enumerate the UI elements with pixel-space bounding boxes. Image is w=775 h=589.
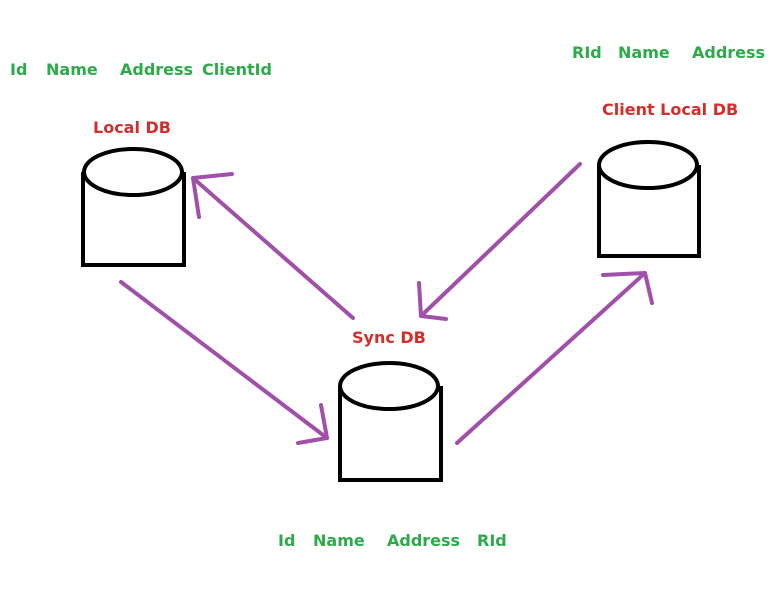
local-db-label: Local DB xyxy=(93,118,171,137)
local-db-field-clientid: ClientId xyxy=(202,60,273,79)
arrow-client-to-sync xyxy=(417,162,582,321)
arrow-sync-to-local xyxy=(191,172,355,320)
local-db-field-id: Id xyxy=(10,60,28,79)
sync-db-field-rid: RId xyxy=(477,531,507,550)
sync-db-field-name: Name xyxy=(313,531,365,550)
arrow-local-to-sync xyxy=(119,280,329,445)
client-local-db-cylinder xyxy=(597,140,701,258)
client-db-field-address: Address xyxy=(692,43,766,62)
client-local-db-label: Client Local DB xyxy=(602,100,739,119)
sync-db-field-address: Address xyxy=(387,531,461,550)
sync-db-label: Sync DB xyxy=(352,328,426,347)
sync-db-cylinder xyxy=(338,361,443,482)
local-db-cylinder xyxy=(81,147,186,267)
local-db-field-name: Name xyxy=(46,60,98,79)
sync-db-field-id: Id xyxy=(278,531,296,550)
arrow-sync-to-client xyxy=(455,271,654,445)
client-db-field-rid: RId xyxy=(572,43,602,62)
client-db-field-name: Name xyxy=(618,43,670,62)
local-db-field-address: Address xyxy=(120,60,194,79)
